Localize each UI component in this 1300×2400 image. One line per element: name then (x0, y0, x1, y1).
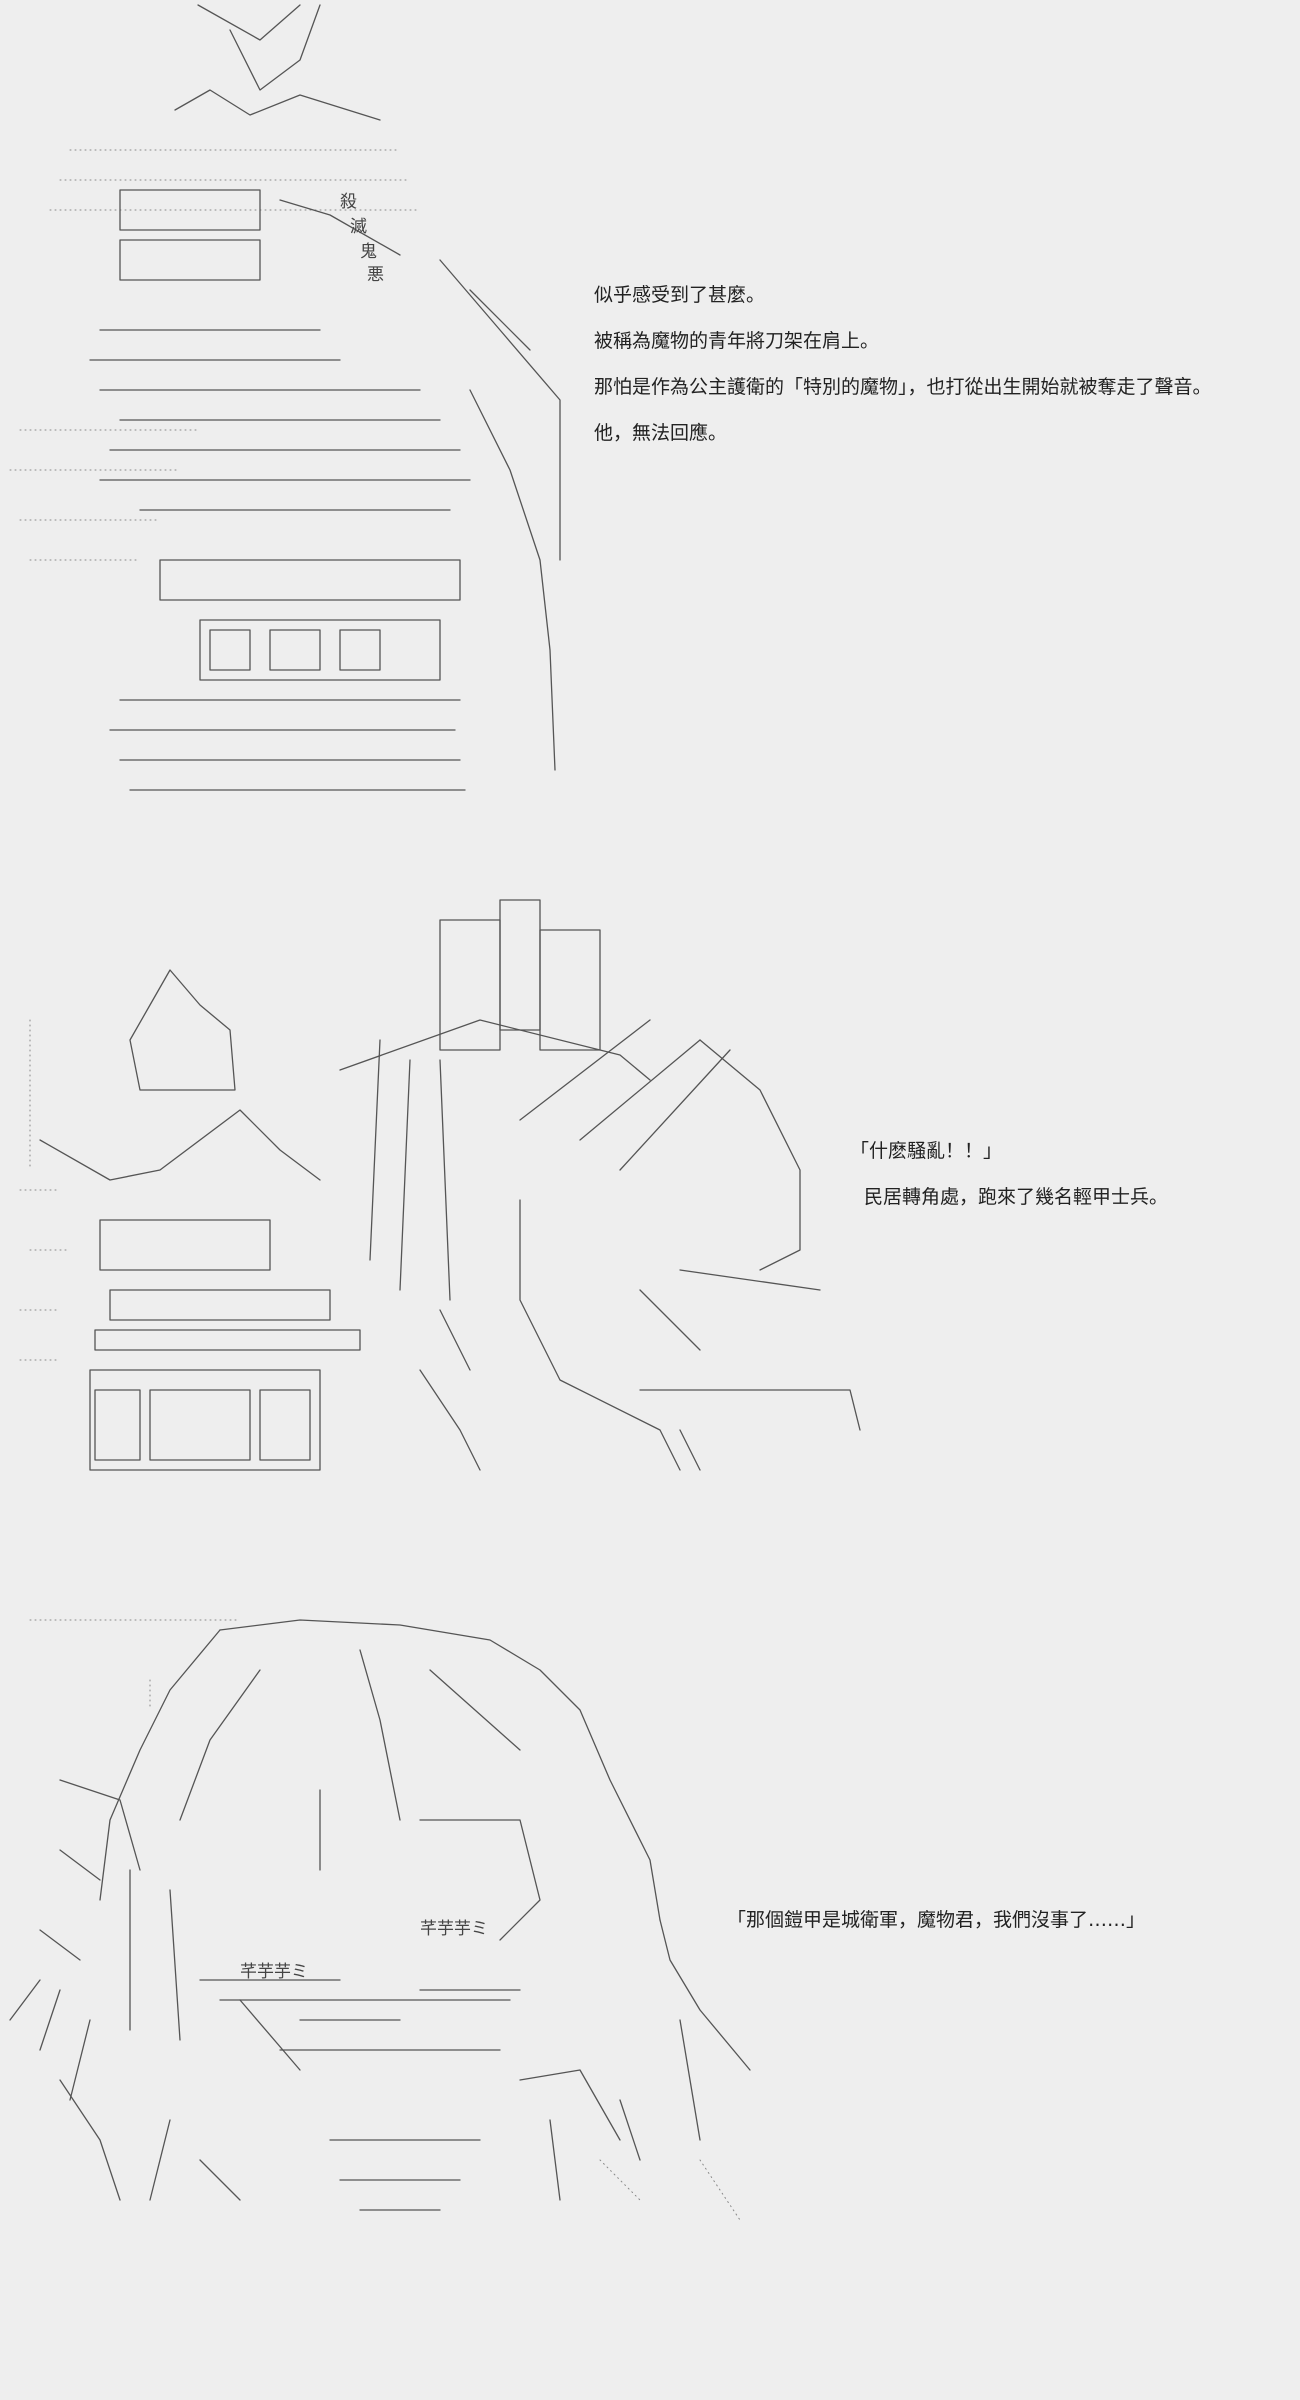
narration-block-1: 似乎感受到了甚麼。 被稱為魔物的青年將刀架在肩上。 那怕是作為公主護衛的「特別的… (594, 272, 1212, 456)
ascii-art-soldiers (0, 870, 880, 1490)
narration-line: 民居轉角處，跑來了幾名輕甲士兵。 (864, 1186, 1169, 1208)
glyph-destroy: 滅 (350, 217, 367, 237)
narration-line: 被稱為魔物的青年將刀架在肩上。 (594, 330, 880, 352)
glyph-eye-left: 芊芋芋ミ (240, 1962, 308, 1982)
panel-3: 芊芋芋ミ 芊芋芋ミ 「那個鎧甲是城衛軍，魔物君，我們沒事了……」 (0, 1600, 1300, 2240)
glyph-demon: 鬼 (360, 242, 377, 262)
narration-line: 那怕是作為公主護衛的「特別的魔物」，也打從出生開始就被奪走了聲音。 (594, 376, 1212, 398)
glyph-evil: 悪 (367, 265, 384, 285)
ascii-art-armored-demon: 殺 滅 鬼 悪 (0, 0, 600, 820)
narration-line: 似乎感受到了甚麼。 (594, 284, 766, 306)
glyph-eye-right: 芊芋芋ミ (420, 1919, 488, 1939)
ascii-art-girl-face: 芊芋芋ミ 芊芋芋ミ (0, 1600, 780, 2240)
narration-line: 他，無法回應。 (594, 422, 728, 444)
panel-1: 殺 滅 鬼 悪 似乎感受到了甚麼。 被稱為魔物的青年將刀架在肩上。 那怕是作為公… (0, 0, 1300, 820)
speech-line: 「那個鎧甲是城衛軍，魔物君，我們沒事了……」 (727, 1909, 1146, 1931)
dialogue-block-2: 「什麽騒亂！！」 民居轉角處，跑來了幾名輕甲士兵。 (850, 1128, 1168, 1220)
dialogue-block-3: 「那個鎧甲是城衛軍，魔物君，我們沒事了……」 (727, 1897, 1145, 1943)
panel-2: 「什麽騒亂！！」 民居轉角處，跑來了幾名輕甲士兵。 (0, 870, 1300, 1490)
speech-line: 「什麽騒亂！！」 (850, 1140, 1003, 1162)
glyph-kill: 殺 (340, 192, 357, 212)
